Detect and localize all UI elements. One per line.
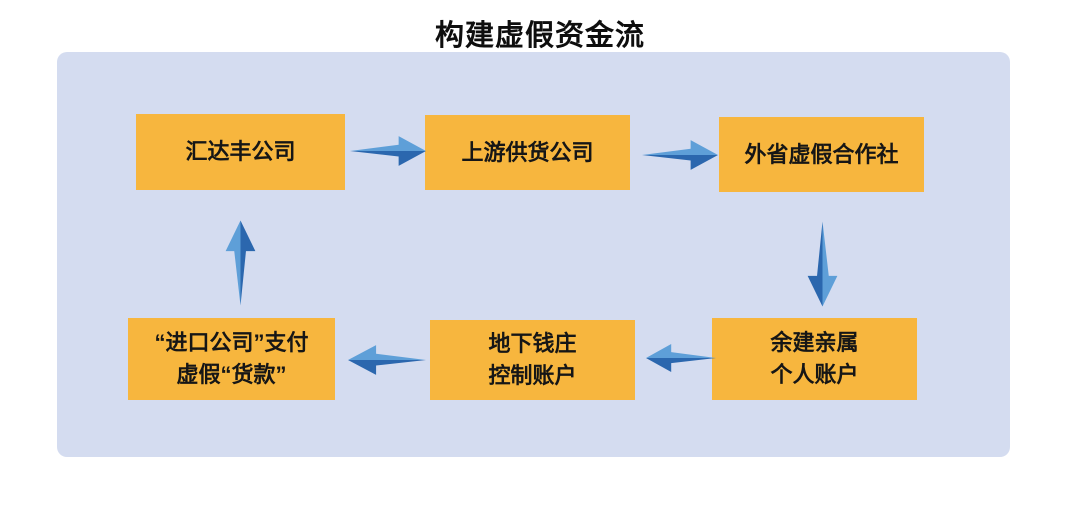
node-label: 汇达丰公司 bbox=[185, 139, 296, 165]
flow-arrow-left-icon bbox=[348, 342, 426, 378]
node-label: 外省虚假合作社 bbox=[744, 141, 899, 167]
flow-arrow-left-icon bbox=[646, 341, 716, 375]
node-label: 上游供货公司 bbox=[461, 139, 594, 165]
page-title: 构建虚假资金流 bbox=[434, 20, 645, 52]
node-label: 虚假“货款” bbox=[176, 362, 287, 387]
node-label: 控制账户 bbox=[488, 363, 577, 388]
node-upstream-supplier-company: 上游供货公司 bbox=[425, 115, 630, 190]
node-underground-bank-account: 地下钱庄 控制账户 bbox=[430, 320, 635, 400]
node-label: 余建亲属 bbox=[770, 330, 859, 356]
node-fake-cooperative: 外省虚假合作社 bbox=[719, 117, 924, 192]
node-label: 个人账户 bbox=[770, 362, 859, 387]
node-huidafeng-company: 汇达丰公司 bbox=[136, 114, 345, 190]
node-relative-personal-account: 余建亲属 个人账户 bbox=[712, 318, 917, 400]
node-label: “进口公司”支付 bbox=[154, 330, 309, 356]
node-import-company-payment: “进口公司”支付 虚假“货款” bbox=[128, 318, 335, 400]
flow-arrow-down-icon bbox=[805, 221, 841, 307]
flow-arrow-up-icon bbox=[223, 220, 259, 306]
flow-arrow-right-icon bbox=[350, 133, 426, 169]
flow-arrow-right-icon bbox=[642, 137, 718, 173]
node-label: 地下钱庄 bbox=[488, 331, 577, 357]
